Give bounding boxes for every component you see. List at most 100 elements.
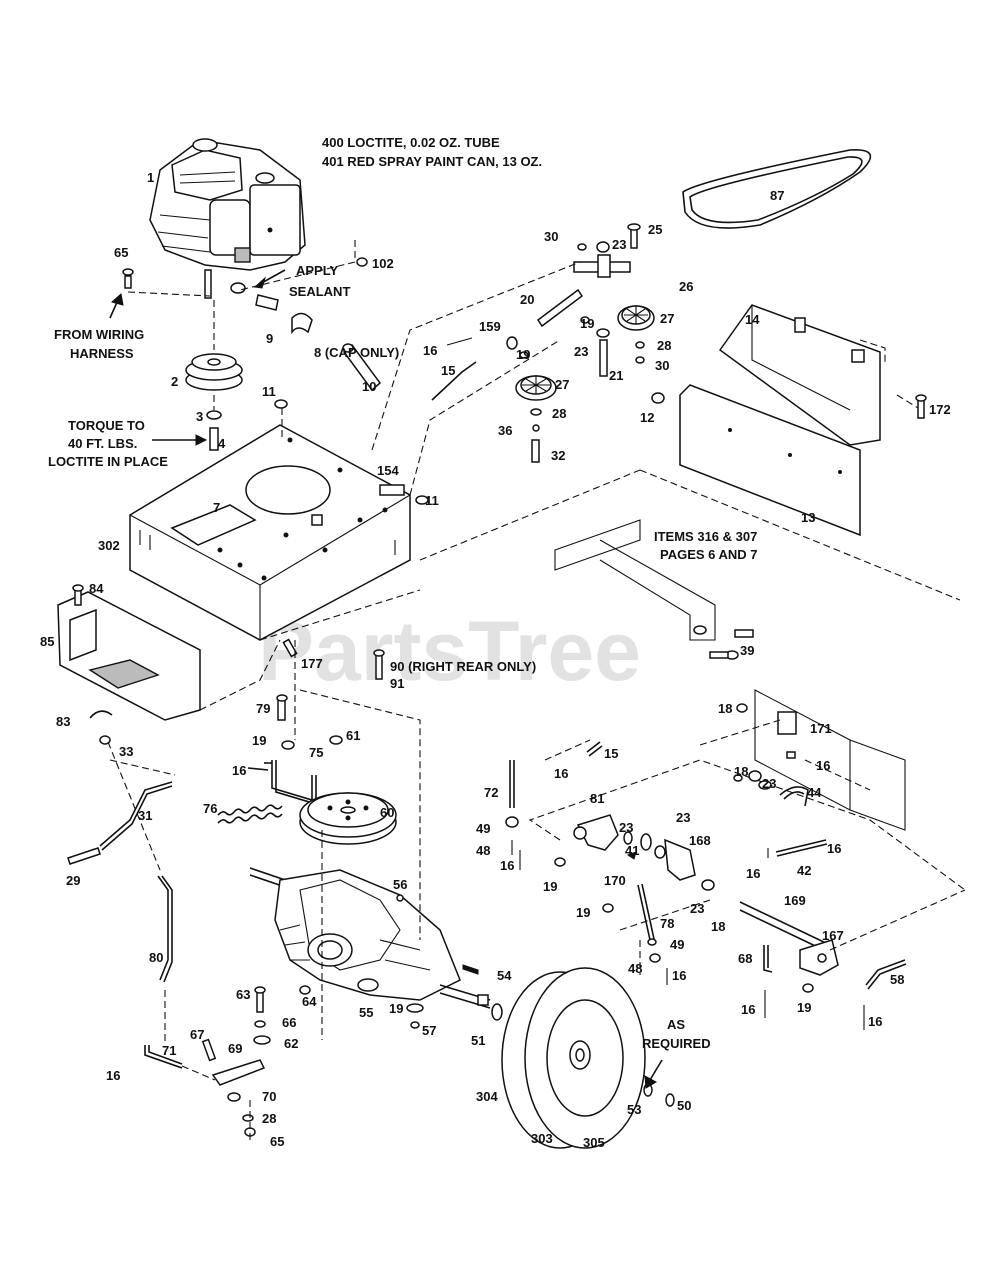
part-label: 91 bbox=[390, 676, 404, 691]
part-label: 168 bbox=[689, 833, 711, 848]
notes: 400 LOCTITE, 0.02 OZ. TUBE 401 RED SPRAY… bbox=[48, 135, 758, 1051]
part-label: 41 bbox=[625, 843, 639, 858]
part-label: 9 bbox=[266, 331, 273, 346]
part-label: 62 bbox=[284, 1036, 298, 1051]
part-label: 71 bbox=[162, 1043, 176, 1058]
part-label: 30 bbox=[655, 358, 669, 373]
part-label: 70 bbox=[262, 1089, 276, 1104]
engine-pulley bbox=[185, 300, 243, 451]
note-apply: APPLY bbox=[296, 263, 338, 278]
part-label: 16 bbox=[554, 766, 568, 781]
note-items: ITEMS 316 & 307 bbox=[654, 529, 757, 544]
part-label: 48 bbox=[628, 961, 642, 976]
torque-arrow bbox=[152, 434, 208, 446]
part-label: 11 bbox=[262, 384, 276, 399]
part-label: 19 bbox=[252, 733, 266, 748]
wiring-harness-arrow bbox=[109, 293, 124, 319]
part-label: 65 bbox=[270, 1134, 284, 1149]
part-label: 177 bbox=[301, 656, 323, 671]
part-label: 167 bbox=[822, 928, 844, 943]
part-label: 49 bbox=[670, 937, 684, 952]
part-label: 18 bbox=[711, 919, 725, 934]
part-label: 33 bbox=[119, 744, 133, 759]
part-label: 83 bbox=[56, 714, 70, 729]
part-label: 16 bbox=[232, 763, 246, 778]
part-label: 154 bbox=[377, 463, 399, 478]
part-label: 69 bbox=[228, 1041, 242, 1056]
part-label: 23 bbox=[574, 344, 588, 359]
part-label: 11 bbox=[425, 493, 439, 508]
wheel-and-tire bbox=[491, 967, 675, 1149]
part-label: 58 bbox=[890, 972, 904, 987]
spring-and-pulley bbox=[217, 640, 397, 845]
part-label: 16 bbox=[746, 866, 760, 881]
part-label: 23 bbox=[619, 820, 633, 835]
part-label: 19 bbox=[543, 879, 557, 894]
part-label: 169 bbox=[784, 893, 806, 908]
engine-fasteners bbox=[122, 240, 368, 335]
note-torque-1: TORQUE TO bbox=[68, 418, 145, 433]
part-label: 4 bbox=[218, 436, 226, 451]
part-label: 28 bbox=[262, 1111, 276, 1126]
note-cap-only: 8 (CAP ONLY) bbox=[314, 345, 399, 360]
part-label: 30 bbox=[544, 229, 558, 244]
part-label: 19 bbox=[576, 905, 590, 920]
part-label: 64 bbox=[302, 994, 317, 1009]
part-label: 23 bbox=[612, 237, 626, 252]
cotter-pins bbox=[264, 337, 668, 985]
part-label: 102 bbox=[372, 256, 394, 271]
part-label: 18 bbox=[718, 701, 732, 716]
note-sealant: SEALANT bbox=[289, 284, 350, 299]
note-required: REQUIRED bbox=[642, 1036, 711, 1051]
part-label: 10 bbox=[362, 379, 376, 394]
part-label: 84 bbox=[89, 581, 104, 596]
note-wiring-1: FROM WIRING bbox=[54, 327, 144, 342]
part-label: 85 bbox=[40, 634, 54, 649]
part-label: 87 bbox=[770, 188, 784, 203]
part-label: 23 bbox=[690, 901, 704, 916]
note-as: AS bbox=[667, 1017, 685, 1032]
part-label: 170 bbox=[604, 873, 626, 888]
idler-assembly bbox=[371, 223, 655, 496]
part-label: 44 bbox=[807, 785, 822, 800]
note-pages: PAGES 6 AND 7 bbox=[660, 547, 758, 562]
note-loctite: 400 LOCTITE, 0.02 OZ. TUBE bbox=[322, 135, 500, 150]
part-label: 68 bbox=[738, 951, 752, 966]
part-label: 50 bbox=[677, 1098, 691, 1113]
part-label: 76 bbox=[203, 801, 217, 816]
part-label: 55 bbox=[359, 1005, 373, 1020]
control-plate bbox=[57, 584, 281, 721]
part-label: 48 bbox=[476, 843, 490, 858]
note-torque-3: LOCTITE IN PLACE bbox=[48, 454, 168, 469]
frame-bolts bbox=[282, 638, 385, 680]
part-label: 159 bbox=[479, 319, 501, 334]
note-spray-paint: 401 RED SPRAY PAINT CAN, 13 OZ. bbox=[322, 154, 542, 169]
part-label: 75 bbox=[309, 745, 323, 760]
part-label: 26 bbox=[679, 279, 693, 294]
part-label: 305 bbox=[583, 1135, 605, 1150]
transaxle bbox=[249, 689, 491, 1040]
part-label: 21 bbox=[609, 368, 623, 383]
part-label: 27 bbox=[660, 311, 674, 326]
part-label: 16 bbox=[423, 343, 437, 358]
part-label: 67 bbox=[190, 1027, 204, 1042]
part-label: 31 bbox=[138, 808, 152, 823]
part-label: 172 bbox=[929, 402, 951, 417]
part-label: 20 bbox=[520, 292, 534, 307]
main-frame bbox=[129, 399, 429, 641]
part-label: 302 bbox=[98, 538, 120, 553]
part-label: 19 bbox=[580, 316, 594, 331]
part-label: 49 bbox=[476, 821, 490, 836]
part-label: 14 bbox=[745, 312, 760, 327]
transaxle-fasteners bbox=[144, 986, 424, 1140]
part-label: 66 bbox=[282, 1015, 296, 1030]
part-label: 15 bbox=[604, 746, 618, 761]
part-label: 25 bbox=[648, 222, 662, 237]
part-label: 36 bbox=[498, 423, 512, 438]
rear-panel bbox=[651, 304, 927, 537]
brake-bracket bbox=[699, 689, 906, 831]
part-label: 65 bbox=[114, 245, 128, 260]
part-label: 28 bbox=[657, 338, 671, 353]
